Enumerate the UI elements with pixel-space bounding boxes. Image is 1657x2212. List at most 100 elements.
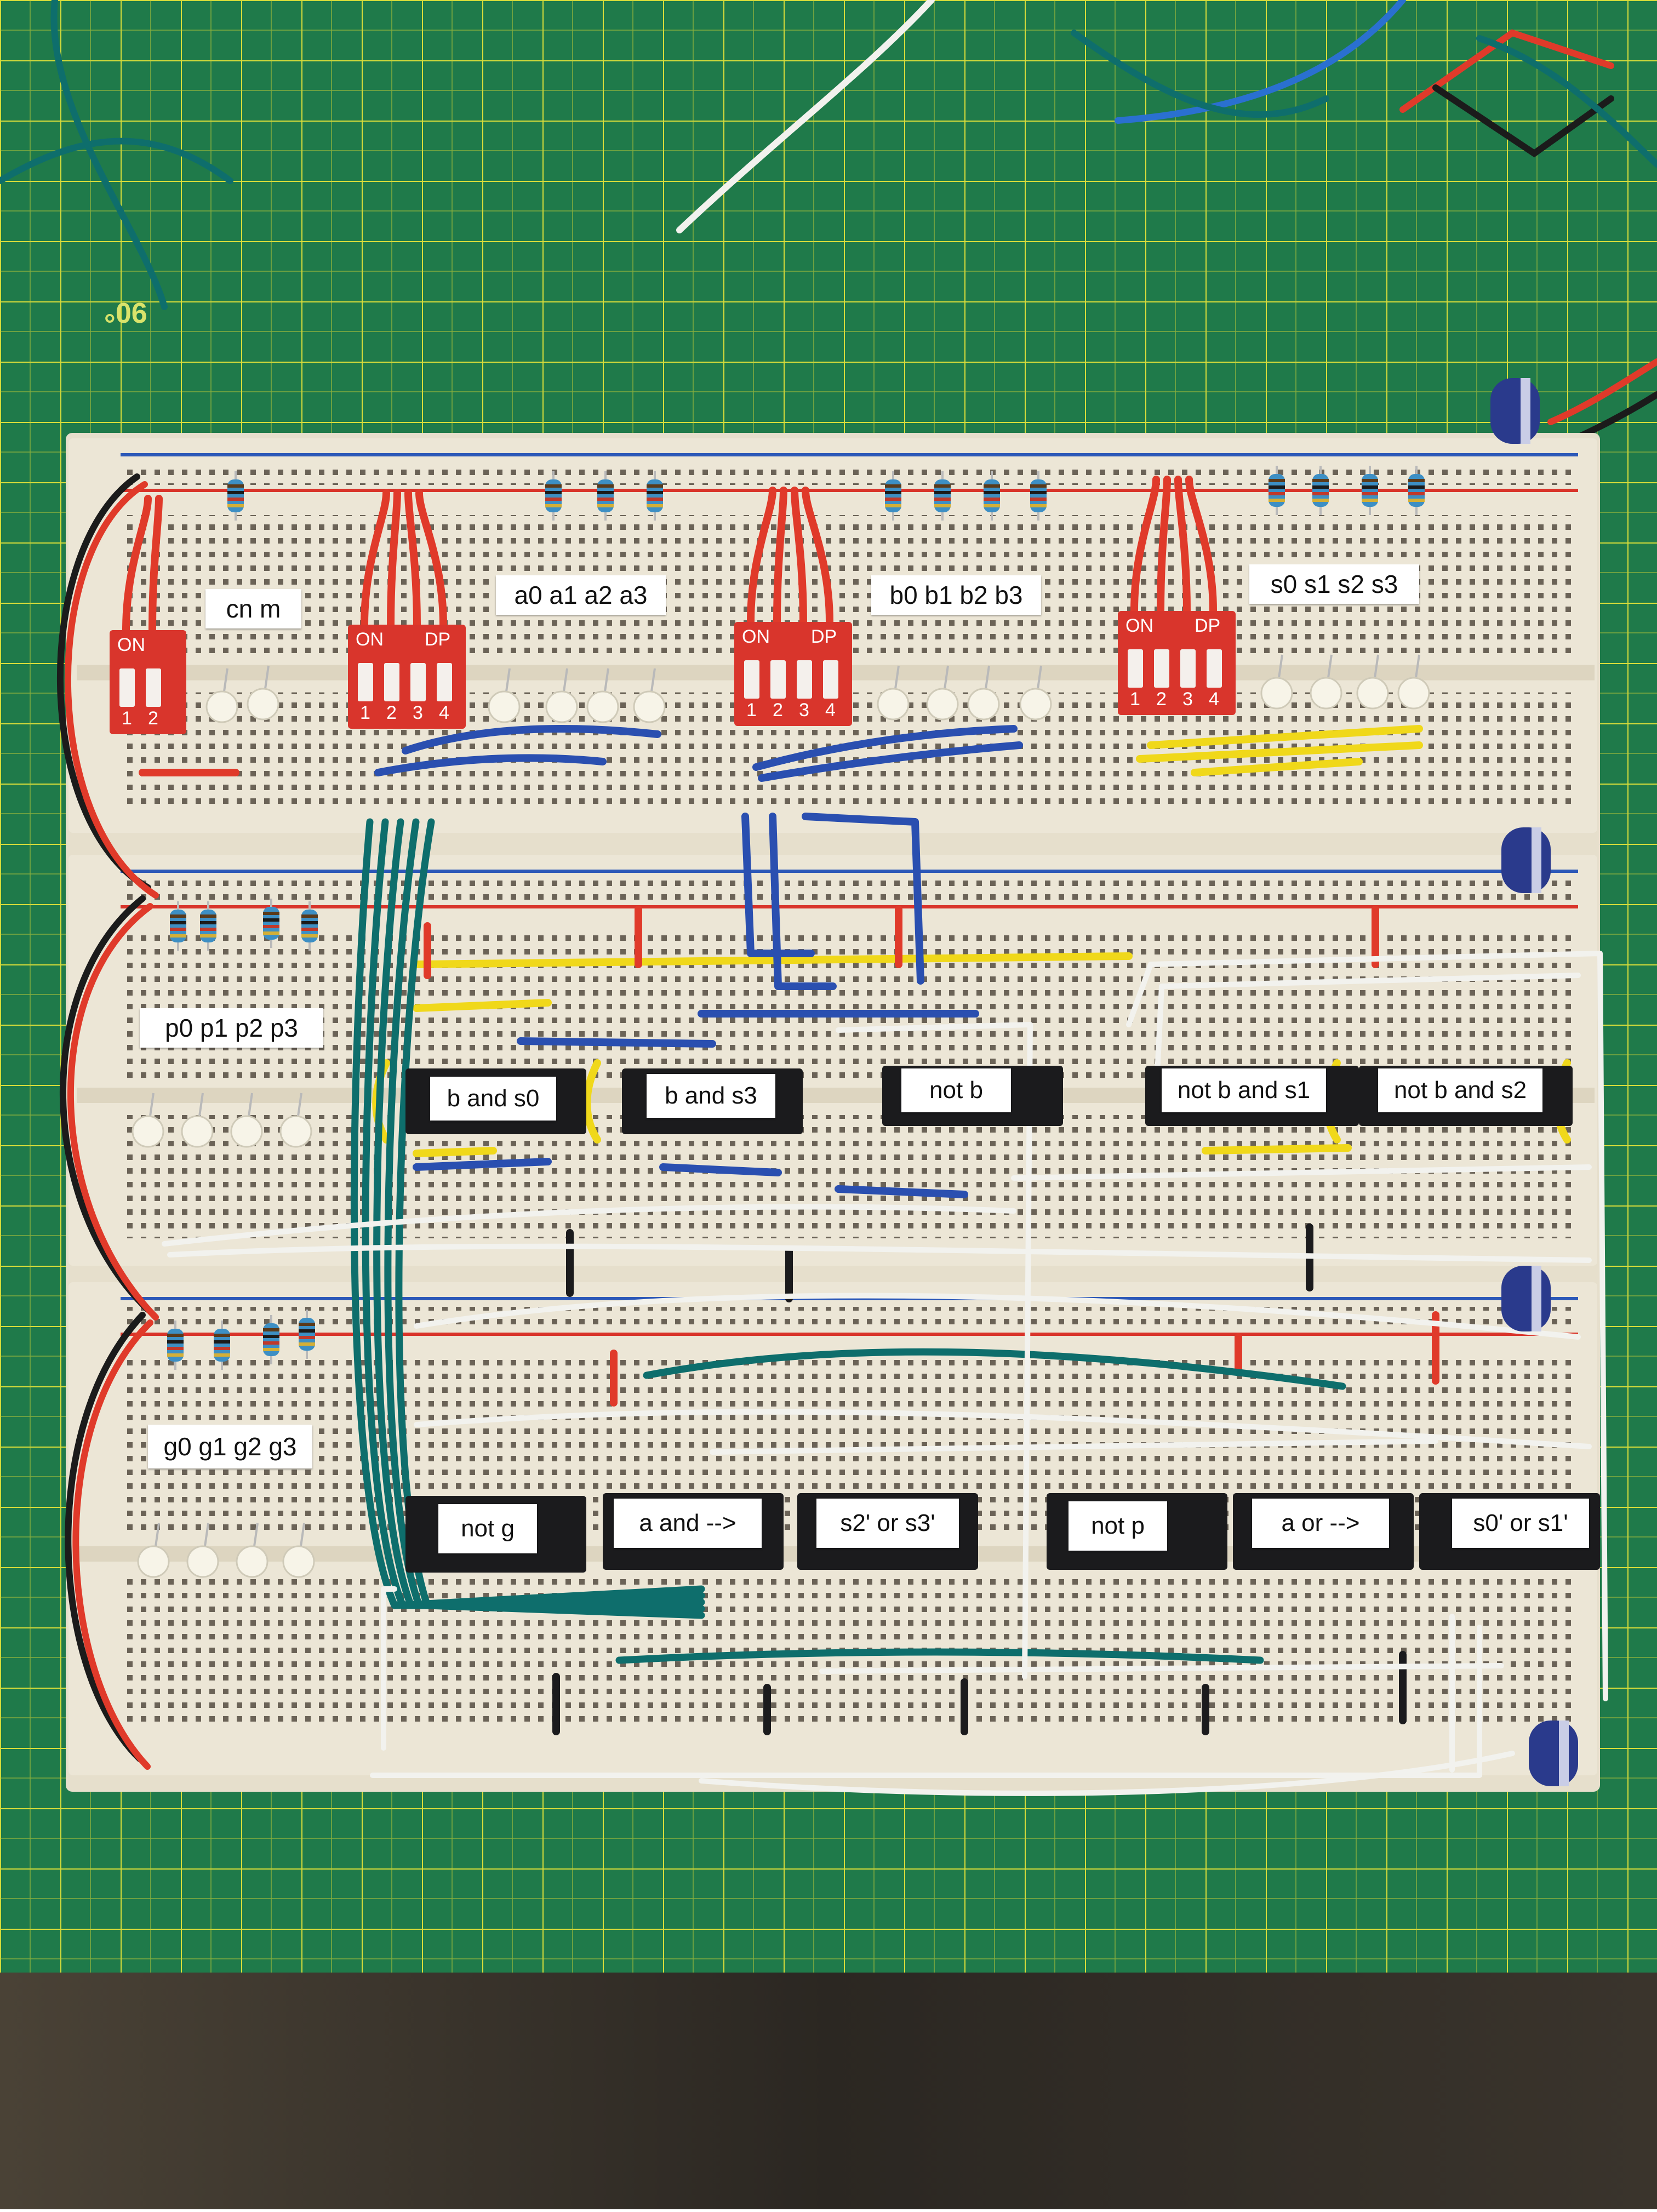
capacitor-stripe [1559,1721,1569,1786]
white-wire [699,1751,1515,1796]
dip-toggle [823,660,838,699]
jumper-wire [835,1185,968,1198]
red-jumper [404,489,421,628]
dip-switch [734,622,852,726]
white-wire [167,1243,1592,1263]
capacitor-stripe [1532,1266,1541,1331]
red-jumper [747,487,776,626]
resistor [301,901,318,951]
dip-number: 1 [1130,689,1140,710]
dip-toggle [119,668,135,707]
capacitor [1501,1266,1551,1331]
dip-toggle [1128,649,1143,688]
white-wire [162,1204,1016,1247]
chip-a-and-arrow: a and --> [614,1499,762,1548]
jumper-wire [659,1163,782,1176]
red-jumper [802,487,833,626]
led [132,1093,164,1148]
dip-dp-text: DP [425,629,451,650]
label-g-outputs: g0 g1 g2 g3 [148,1425,312,1468]
led [1260,654,1293,710]
red-jumper [791,487,807,626]
teal-wire [615,1648,1264,1664]
jumper-wire [1202,1144,1352,1154]
dip-number: 1 [122,708,132,729]
white-wire [836,1022,1033,1679]
led [1310,654,1342,710]
chip-not-b: not b [901,1068,1011,1112]
dip-toggle [146,668,161,707]
jumper-wire [758,741,1023,782]
resistor [934,471,951,521]
white-wire [414,1409,1592,1449]
terminal-holes-upper [121,931,1578,1079]
chip-a-or-arrow: a or --> [1252,1499,1389,1548]
resistor [263,1315,279,1364]
white-wire [1153,973,1581,1099]
jumper-wire [741,813,815,957]
dip-number: 2 [1156,689,1167,710]
label-b-inputs: b0 b1 b2 b3 [871,575,1041,615]
red-jumper [1157,476,1171,615]
dip-number: 2 [148,708,158,729]
label-a-inputs: a0 a1 a2 a3 [496,575,666,615]
resistor [984,471,1000,521]
led [877,665,910,721]
white-wire [381,1586,397,1751]
red-jumper [361,489,390,628]
jumper-wire [1191,758,1363,776]
chip-not-p: not p [1069,1501,1167,1551]
capacitor [1490,378,1540,444]
power-cable [57,473,151,891]
chip-not-g: not g [438,1504,537,1553]
jumper-wire [374,754,607,776]
floor [0,1973,1657,2209]
resistor [299,1310,315,1359]
led [236,1523,268,1578]
dip-toggle [437,663,452,701]
dip-dp-text: DP [811,626,837,647]
white-wire [1011,1164,1592,1181]
terminal-holes-lower [121,1115,1578,1238]
red-jumper [387,489,401,628]
jumper-wire [802,813,924,985]
dip-toggle [384,663,399,701]
dip-toggle [744,660,759,699]
dip-on-text: ON [356,629,384,650]
led [545,668,578,723]
led [205,668,238,723]
label-s-inputs: s0 s1 s2 s3 [1249,564,1419,604]
chip-s2p-or-s3p: s2' or s3' [816,1499,959,1548]
white-wire [710,1438,1438,1455]
jumper-wire [413,952,1133,968]
dip-number: 3 [1182,689,1193,710]
dip-on-text: ON [117,635,145,655]
resistor [227,471,244,521]
dip-toggle [797,660,812,699]
resistor [647,471,663,521]
jumper-wire [413,999,552,1012]
teal-bus [373,818,705,1609]
rail-holes [126,879,1573,901]
dip-number: 1 [746,700,757,721]
dip-number: 4 [1209,689,1219,710]
chip-s0p-or-s1p: s0' or s1' [1452,1499,1589,1548]
capacitor [1529,1721,1578,1786]
power-cable [72,1319,153,1770]
power-cable [67,903,159,1321]
power-cable [59,895,151,1313]
dip-number: 2 [386,702,397,723]
led [186,1523,219,1578]
capacitor [1501,827,1551,893]
led [967,665,1000,721]
chip-b-and-s3: b and s3 [647,1074,775,1118]
dip-toggle [410,663,426,701]
teal-wire [643,1348,1346,1390]
red-jumper [148,495,163,634]
resistor [263,899,279,948]
resistor [1362,466,1378,515]
dip-on-text: ON [1125,615,1153,636]
dip-on-text: ON [742,626,770,647]
